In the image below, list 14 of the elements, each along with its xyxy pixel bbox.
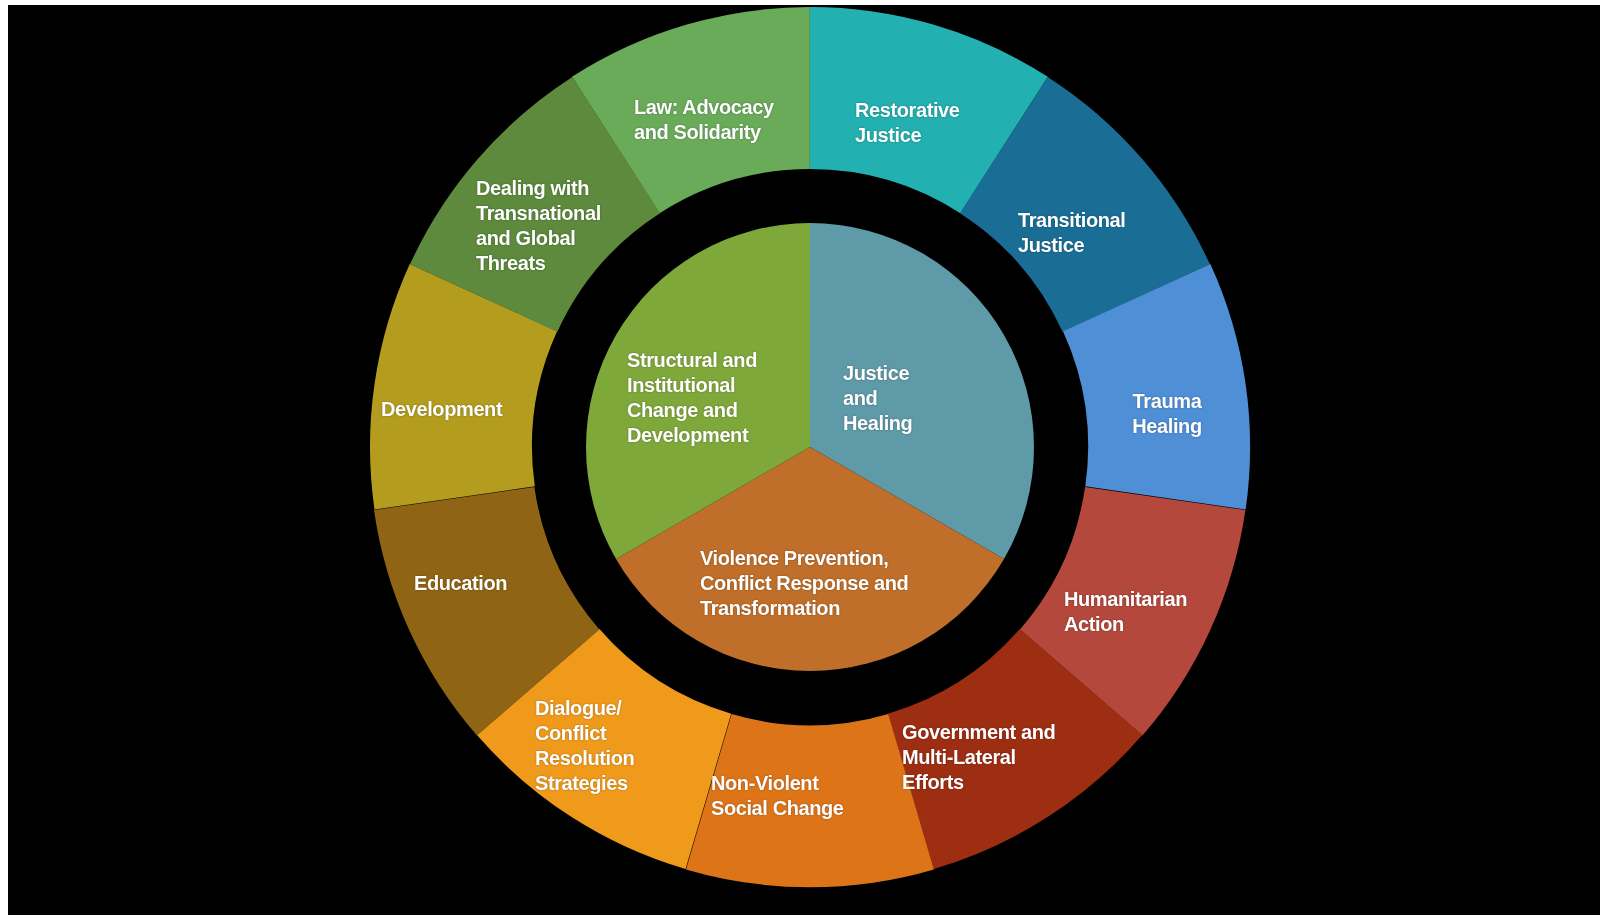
segment-label: Education <box>414 571 509 596</box>
segment-label: Dialogue/ Conflict Resolution Strategies <box>535 696 636 796</box>
segment-label: Structural and Institutional Change and Development <box>627 348 758 448</box>
segment-label: Justice and Healing <box>843 361 914 436</box>
segment-label: Restorative Justice <box>855 98 961 148</box>
segment-label: Transitional Justice <box>1018 208 1127 258</box>
segment-label: Law: Advocacy and Solidarity <box>634 95 775 145</box>
segment-label: Trauma Healing <box>1131 389 1203 439</box>
segment-label: Humanitarian Action <box>1064 587 1188 637</box>
segment-label: Dealing with Transnational and Global Threats <box>476 176 602 276</box>
segment-label: Non-Violent Social Change <box>711 771 845 821</box>
segment-label: Development <box>381 397 504 422</box>
segment-label: Violence Prevention, Conflict Response and Transformation <box>700 546 910 621</box>
segment-label: Government and Multi-Lateral Efforts <box>902 720 1057 795</box>
